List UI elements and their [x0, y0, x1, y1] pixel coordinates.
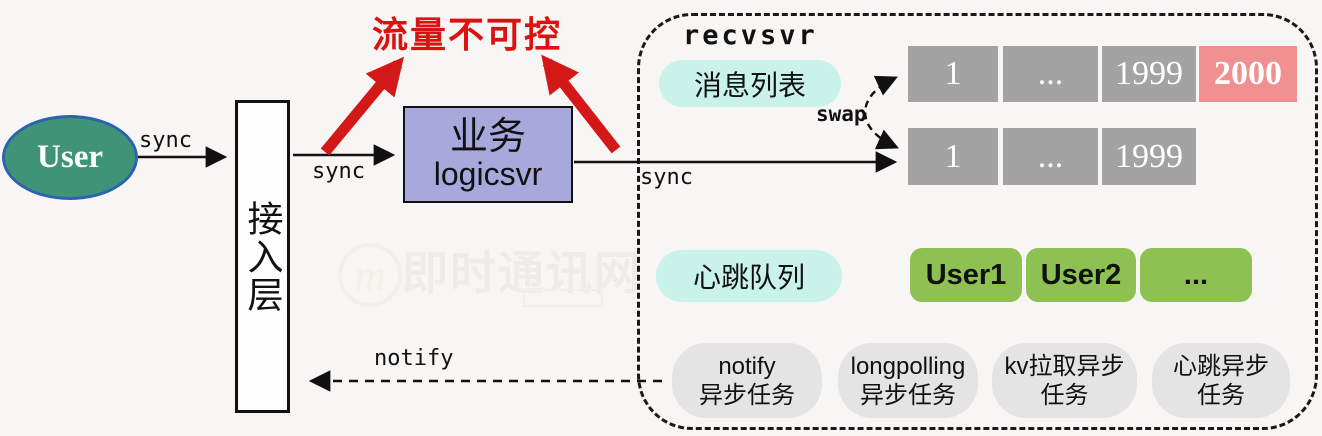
heartbeat-cell-user2: User2	[1026, 248, 1136, 302]
task-heartbeat: 心跳异步 任务	[1152, 343, 1290, 418]
task-notify-line1: notify	[718, 352, 776, 380]
warning-label: 流量不可控	[372, 14, 563, 55]
heartbeat-queue-label: 心跳队列	[692, 262, 805, 293]
task-kv-pull: kv拉取异步 任务	[992, 343, 1137, 418]
access-layer-box: 接入层	[235, 100, 290, 413]
notify-label: notify	[374, 346, 454, 371]
message-cell-r2-1999: 1999	[1102, 128, 1196, 185]
message-cell-r2-ellipsis: ...	[1003, 128, 1098, 185]
watermark-text: 即时通讯网	[402, 247, 642, 299]
message-cell-r1-ellipsis: ...	[1003, 46, 1098, 102]
task-notify-line2: 异步任务	[699, 381, 795, 409]
task-longpolling: longpolling 异步任务	[838, 343, 978, 418]
user-label: User	[37, 139, 103, 175]
user-node: User	[2, 115, 138, 200]
sync-label-access-logic: sync	[312, 159, 365, 184]
warning-arrow-left	[320, 56, 404, 156]
task-kv-pull-line2: 任务	[1040, 381, 1089, 409]
heartbeat-queue-pill: 心跳队列	[656, 250, 842, 302]
heartbeat-cell-user1: User1	[910, 248, 1022, 302]
task-notify: notify 异步任务	[672, 343, 822, 418]
message-cell-r1-2000-highlight: 2000	[1199, 46, 1297, 102]
task-kv-pull-line1: kv拉取异步	[1004, 352, 1125, 380]
sync-label-user-access: sync	[139, 128, 192, 153]
task-heartbeat-line1: 心跳异步	[1173, 352, 1269, 380]
sync-label-logic-queue: sync	[640, 165, 693, 190]
message-list-pill: 消息列表	[659, 60, 841, 107]
watermark: m 即时通讯网	[330, 235, 640, 320]
message-list-label: 消息列表	[693, 69, 806, 101]
recvsvr-label: recvsvr	[683, 20, 818, 51]
task-longpolling-line1: longpolling	[850, 352, 966, 380]
watermark-logo-icon: m	[338, 243, 402, 307]
access-layer-label: 接入层	[242, 199, 284, 314]
message-cell-r2-1: 1	[908, 128, 998, 185]
swap-label: swap	[816, 102, 867, 126]
logicsvr-title: 业务	[449, 115, 526, 158]
message-cell-r1-1999: 1999	[1102, 46, 1196, 102]
task-heartbeat-line2: 任务	[1197, 381, 1245, 409]
message-cell-r1-1: 1	[908, 46, 998, 102]
task-longpolling-line2: 异步任务	[860, 381, 956, 409]
heartbeat-cell-ellipsis: ...	[1140, 248, 1252, 302]
logicsvr-box: 业务 logicsvr	[403, 106, 573, 203]
watermark-badge	[523, 289, 603, 307]
recvsvr-container	[637, 13, 1318, 430]
logicsvr-subtitle: logicsvr	[433, 155, 543, 192]
